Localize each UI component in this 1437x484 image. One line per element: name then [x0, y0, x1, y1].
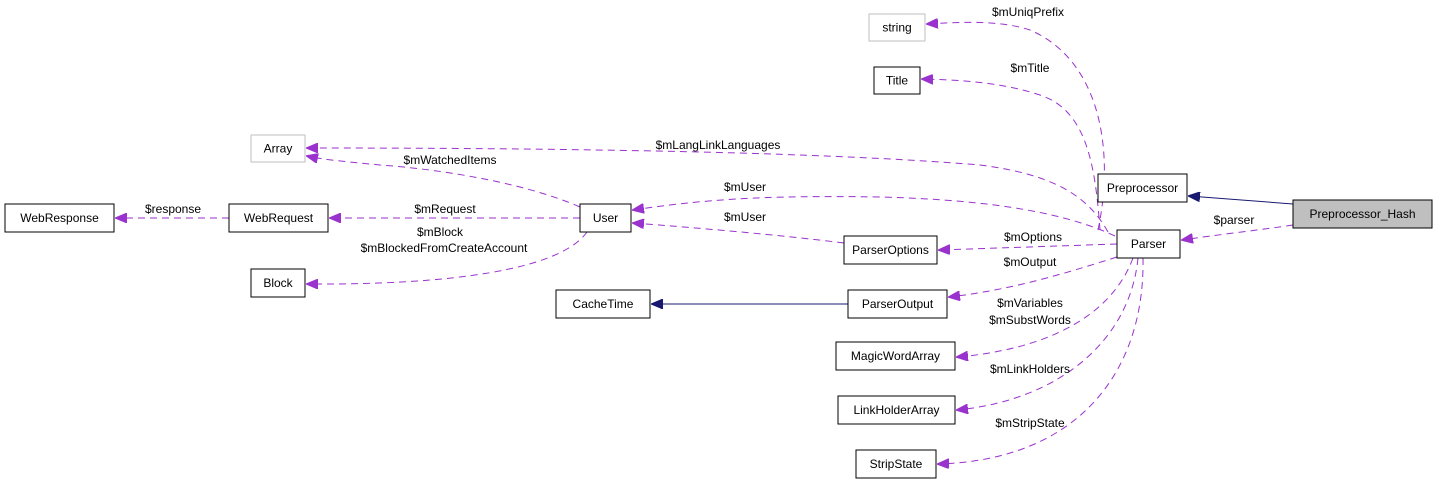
edge-label-muniqprefix: $mUniqPrefix [992, 5, 1064, 19]
node-label-webrequest: WebRequest [244, 211, 314, 225]
edge-label-mrequest: $mRequest [414, 202, 476, 216]
edge-label-mtitle: $mTitle [1011, 61, 1050, 75]
node-user[interactable]: User [579, 203, 632, 233]
node-label-cachetime: CacheTime [573, 297, 634, 311]
node-label-stripstate: StripState [870, 457, 923, 471]
edge-parser-parseroutput [949, 256, 1118, 297]
edge-label-moptions: $mOptions [1004, 230, 1062, 244]
node-label-magicwordarray: MagicWordArray [851, 349, 940, 363]
edge-parser-string [927, 22, 1105, 231]
node-webrequest[interactable]: WebRequest [228, 203, 329, 233]
node-string[interactable]: string [868, 13, 926, 42]
edge-label-muser-options: $mUser [724, 210, 766, 224]
node-preprocessor-hash[interactable]: Preprocessor_Hash [1292, 199, 1433, 229]
node-magicwordarray[interactable]: MagicWordArray [835, 341, 956, 371]
edge-label-mblock: $mBlock [417, 225, 464, 239]
node-label-linkholderarray: LinkHolderArray [853, 403, 939, 417]
edge-labels: $mUniqPrefix $mTitle $mLangLinkLanguages… [145, 5, 1254, 430]
node-label-array: Array [264, 142, 293, 156]
edge-user-array [307, 156, 581, 208]
edge-label-mblockedfromcreateaccount: $mBlockedFromCreateAccount [361, 241, 528, 255]
edges [116, 22, 1294, 464]
edge-parser-parseroptions [939, 243, 1118, 250]
edge-label-moutput: $mOutput [1004, 255, 1057, 269]
node-stripstate[interactable]: StripState [855, 449, 937, 479]
edge-parser-array [307, 148, 1109, 233]
edge-parser-title [922, 79, 1101, 231]
edge-label-mlanglinklanguages: $mLangLinkLanguages [656, 138, 781, 152]
node-cachetime[interactable]: CacheTime [555, 289, 651, 319]
edge-parser-user [633, 196, 1116, 237]
edge-preprocessorhash-preprocessor [1189, 196, 1294, 205]
node-preprocessor[interactable]: Preprocessor [1097, 173, 1188, 203]
node-label-webresponse: WebResponse [20, 211, 99, 225]
node-label-string: string [882, 21, 911, 35]
edge-label-response: $response [145, 202, 201, 216]
node-parser[interactable]: Parser [1116, 229, 1181, 259]
edge-parser-linkholderarray [957, 257, 1139, 410]
node-parseroutput[interactable]: ParserOutput [847, 289, 948, 319]
node-block[interactable]: Block [250, 268, 306, 298]
edge-label-mwatcheditems: $mWatchedItems [404, 153, 497, 167]
node-parseroptions[interactable]: ParserOptions [843, 235, 938, 265]
node-label-parser: Parser [1131, 237, 1166, 251]
edge-label-muser-parser: $mUser [724, 180, 766, 194]
node-title[interactable]: Title [873, 66, 921, 95]
edge-parser-stripstate [938, 257, 1144, 464]
node-linkholderarray[interactable]: LinkHolderArray [837, 395, 956, 425]
edge-label-msubstwords: $mSubstWords [989, 313, 1071, 327]
edge-parser-magicwordarray [957, 257, 1134, 357]
node-label-preprocessor-hash: Preprocessor_Hash [1309, 207, 1415, 221]
node-label-block: Block [263, 276, 293, 290]
edge-user-block [307, 231, 588, 284]
node-label-parseroutput: ParserOutput [862, 297, 934, 311]
edge-label-mlinkholders: $mLinkHolders [990, 362, 1070, 376]
node-webresponse[interactable]: WebResponse [4, 203, 115, 233]
node-label-title: Title [886, 74, 909, 88]
node-label-parseroptions: ParserOptions [852, 243, 929, 257]
edge-preprocessorhash-parser [1182, 224, 1294, 240]
node-label-user: User [593, 211, 618, 225]
node-label-preprocessor: Preprocessor [1107, 181, 1178, 195]
edge-parseroptions-user [633, 223, 845, 244]
edge-label-parser: $parser [1214, 213, 1255, 227]
nodes: string Title Array Preprocessor Preproce… [4, 13, 1433, 479]
edge-label-mvariables: $mVariables [997, 296, 1063, 310]
edge-label-mstripstate: $mStripState [995, 416, 1065, 430]
node-array[interactable]: Array [250, 134, 306, 163]
